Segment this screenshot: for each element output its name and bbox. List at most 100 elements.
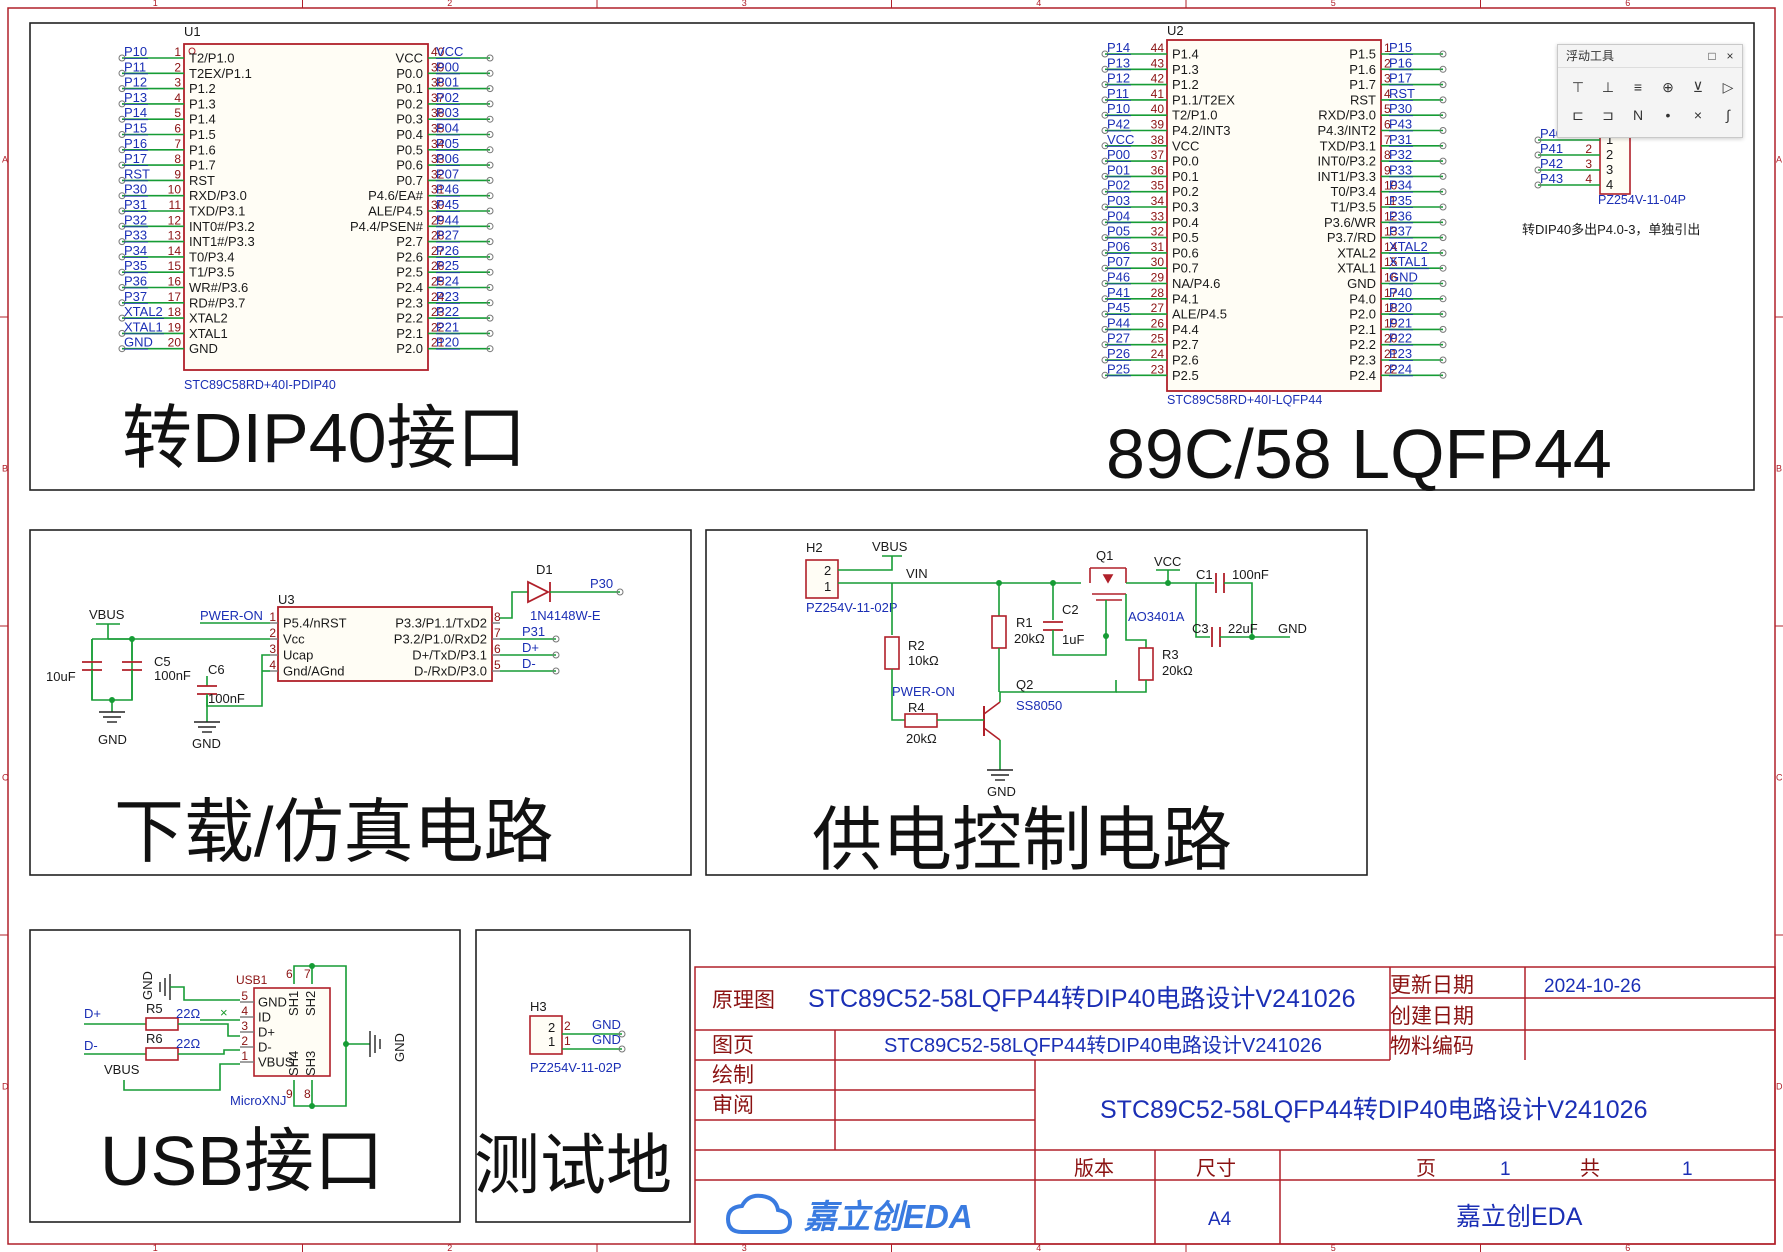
analog-ground-tool-icon[interactable]: ⊕ <box>1662 79 1674 95</box>
pin-function: Gnd/AGnd <box>283 664 344 679</box>
usb-part: MicroXNJ <box>230 1093 286 1108</box>
pin-function: P0.3 <box>396 112 423 127</box>
pin-function: XTAL2 <box>189 311 228 326</box>
gnd-symbol-usb-top <box>159 974 171 1000</box>
earth-tool-icon[interactable]: ⊻ <box>1692 79 1704 95</box>
net-port-tool-icon[interactable]: ▷ <box>1722 79 1734 95</box>
pin-function: P4.4/PSEN# <box>350 219 424 234</box>
pin-number: 27 <box>431 244 445 258</box>
u3-vbus-label: VBUS <box>89 607 125 622</box>
pin-function: P2.4 <box>1349 368 1376 383</box>
net-label: P33 <box>124 228 147 243</box>
frame-col-mark: 3 <box>742 1243 747 1252</box>
pin-function: P2.6 <box>1172 353 1199 368</box>
tb-page-num-label: 页 <box>1416 1158 1436 1180</box>
input-port-tool-icon[interactable]: ⊏ <box>1572 107 1584 123</box>
frame-row-mark: A <box>1776 155 1782 165</box>
net-label: D+ <box>522 640 539 655</box>
power-block-title: 供电控制电路 <box>812 801 1232 879</box>
pin-function: P2.4 <box>396 280 423 295</box>
floating-toolbar-tools: ⊤ ⊥ ≡ ⊕ ⊻ ▷ ⊏ ⊐ N • × ∫ <box>1558 68 1742 128</box>
pin-function: P2.6 <box>396 249 423 264</box>
pin-number: 6 <box>1384 118 1391 132</box>
h3-pin2-pad: 2 <box>564 1019 571 1033</box>
pin-number: 2 <box>269 626 276 640</box>
pin-function: P1.7 <box>189 158 216 173</box>
frame-col-mark: 3 <box>742 0 747 8</box>
svg-text:×: × <box>220 1005 228 1020</box>
net-label: P17 <box>1389 71 1412 86</box>
restore-icon[interactable]: □ <box>1708 49 1716 63</box>
junction-tool-icon[interactable]: • <box>1665 107 1671 123</box>
bus-entry-tool-icon[interactable]: ∫ <box>1726 107 1730 123</box>
pin-function: INT0#/P3.2 <box>189 219 255 234</box>
pin-function: T0/P3.4 <box>189 249 235 264</box>
pin-function: P2.0 <box>396 341 423 356</box>
no-connect-tool-icon[interactable]: × <box>1693 107 1703 123</box>
u1-ref: U1 <box>184 24 201 39</box>
net-label: P43 <box>1389 117 1412 132</box>
net-label-tool-icon[interactable]: N <box>1632 107 1644 123</box>
net-label: XTAL2 <box>124 304 163 319</box>
pin-function: P0.5 <box>1172 230 1199 245</box>
pin-number: 10 <box>1384 179 1398 193</box>
output-port-tool-icon[interactable]: ⊐ <box>1602 107 1614 123</box>
pin-number: 24 <box>1151 347 1165 361</box>
net-label: P35 <box>124 258 147 273</box>
usb-gnd-right: GND <box>392 1033 407 1062</box>
pin-function: P0.0 <box>396 66 423 81</box>
pin-function: P4.3/INT2 <box>1317 123 1376 138</box>
h2-pin2: 2 <box>824 563 831 578</box>
pin-function: P4.4 <box>1172 322 1199 337</box>
pin-number: 24 <box>431 290 445 304</box>
floating-toolbar-header[interactable]: 浮动工具 □ × <box>1558 45 1742 68</box>
tb-company: 嘉立创EDA <box>1456 1203 1583 1231</box>
pin-number: 19 <box>168 320 182 334</box>
r1-value: 20kΩ <box>1014 631 1045 646</box>
pin-number: 3 <box>269 642 276 656</box>
pin-function: P2.7 <box>1172 337 1199 352</box>
frame-col-mark: 6 <box>1625 1243 1630 1252</box>
net-label: P22 <box>436 304 459 319</box>
net-label: P45 <box>1107 300 1130 315</box>
pin-number: 1 <box>241 1049 248 1063</box>
ground-tool-icon[interactable]: ≡ <box>1633 79 1643 95</box>
net-label: P32 <box>1389 147 1412 162</box>
pin-function: P1.3 <box>1172 62 1199 77</box>
net-label: P25 <box>1107 361 1130 376</box>
plus5v-tool-icon[interactable]: ⊥ <box>1601 79 1615 95</box>
net-label: P42 <box>1540 156 1563 171</box>
pin-number: 18 <box>1384 301 1398 315</box>
net-label: P30 <box>1389 101 1412 116</box>
gnd-symbol-2 <box>194 721 220 733</box>
pin-function: RXD/P3.0 <box>1318 108 1376 123</box>
net-label: P20 <box>1389 300 1412 315</box>
gnd-label-2: GND <box>192 736 221 751</box>
pin-function: P2.7 <box>396 234 423 249</box>
frame-row-mark: B <box>2 464 8 474</box>
pin-number: 28 <box>1151 286 1165 300</box>
floating-toolbar[interactable]: 浮动工具 □ × ⊤ ⊥ ≡ ⊕ ⊻ ▷ ⊏ ⊐ N • × ∫ <box>1557 44 1743 138</box>
net-label: D- <box>522 656 536 671</box>
pin-number: 3 <box>1384 72 1391 86</box>
frame-row-mark: C <box>2 773 9 783</box>
frame-col-mark: 1 <box>153 0 158 8</box>
pin-number: 21 <box>1384 347 1398 361</box>
h4-note: 转DIP40多出P4.0-3，单独引出 <box>1522 222 1700 237</box>
pin-number: 31 <box>1151 240 1165 254</box>
pin-function: INT1/P3.3 <box>1317 169 1376 184</box>
net-label: XTAL1 <box>124 319 163 334</box>
vin-label: VIN <box>906 566 928 581</box>
net-label: P23 <box>436 289 459 304</box>
pin-number: 35 <box>1151 179 1165 193</box>
vcc-label: VCC <box>1154 554 1181 569</box>
h3-part: PZ254V-11-02P <box>530 1060 622 1075</box>
u3-body <box>277 606 493 682</box>
net-label: VCC <box>436 44 463 59</box>
close-icon[interactable]: × <box>1726 49 1734 63</box>
net-label: P10 <box>1107 101 1130 116</box>
c6-ref: C6 <box>208 662 225 677</box>
vcc-tool-icon[interactable]: ⊤ <box>1571 79 1585 95</box>
frame-col-mark: 1 <box>153 1243 158 1252</box>
h3-pin1-pad: 1 <box>564 1034 571 1048</box>
